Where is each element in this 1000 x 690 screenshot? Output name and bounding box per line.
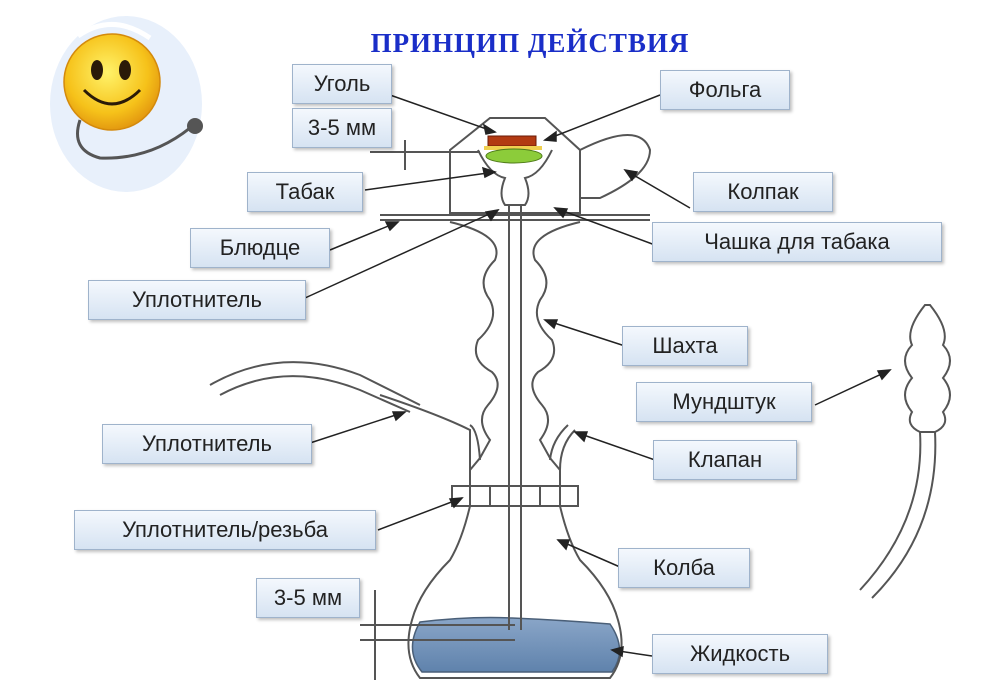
bowl-shape: [477, 149, 553, 206]
tobacco-shape: [485, 148, 543, 164]
hood-shape: [449, 117, 581, 214]
label-flask: Колба: [618, 548, 750, 588]
mouthpiece-shape: [904, 304, 951, 433]
label-valve: Клапан: [653, 440, 797, 480]
label-depth-bottom: 3-5 мм: [256, 578, 360, 618]
diagram-title: ПРИНЦИП ДЕЙСТВИЯ: [370, 28, 690, 58]
label-seal-hose: Уплотнитель: [102, 424, 312, 464]
label-liquid: Жидкость: [652, 634, 828, 674]
label-tobacco: Табак: [247, 172, 363, 212]
label-mouthpiece: Мундштук: [636, 382, 812, 422]
label-seal-thread: Уплотнитель/резьба: [74, 510, 376, 550]
label-bowl: Чашка для табака: [652, 222, 942, 262]
label-saucer: Блюдце: [190, 228, 330, 268]
label-depth-top: 3-5 мм: [292, 108, 392, 148]
shaft-shape: [449, 221, 499, 490]
smiley-doctor-icon: [50, 16, 203, 192]
label-shaft: Шахта: [622, 326, 748, 366]
label-seal-top: Уплотнитель: [88, 280, 306, 320]
liquid-fill: [411, 616, 621, 673]
label-coal: Уголь: [292, 64, 392, 104]
coal-shape: [487, 135, 537, 147]
label-hood: Колпак: [693, 172, 833, 212]
flask-shape: [407, 505, 623, 679]
foil-shape: [484, 146, 542, 150]
label-foil: Фольга: [660, 70, 790, 110]
